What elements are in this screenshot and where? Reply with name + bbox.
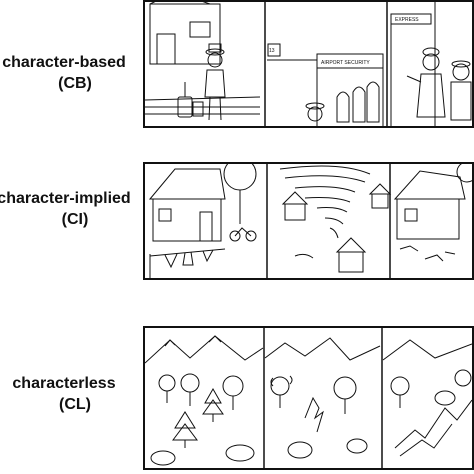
row-code: (CI)	[61, 211, 89, 228]
man-head	[207, 52, 223, 68]
bicycle-wheel	[229, 230, 241, 242]
comic-strip-cb: 13 AIRPORT SECURITY EXPRESS	[143, 0, 474, 128]
row-name: character-implied	[0, 190, 131, 207]
pine-tree	[202, 387, 224, 415]
mountains-2	[264, 337, 381, 361]
row-name: character-based	[2, 54, 126, 71]
man-body	[204, 69, 226, 98]
comic-strip-cb-drawing: 13 AIRPORT SECURITY EXPRESS	[145, 2, 472, 126]
security-sign-text: AIRPORT SECURITY	[321, 60, 370, 66]
hat-brim	[205, 48, 225, 56]
tornado	[279, 165, 371, 239]
ground-crack	[394, 399, 472, 449]
express-sign	[390, 13, 432, 25]
panel-cb-3	[390, 2, 472, 126]
panel-ci-2	[279, 165, 392, 273]
panel-cb-2	[267, 43, 384, 126]
panel-cb-1	[145, 2, 261, 121]
express-sign-text: EXPRESS	[395, 17, 419, 23]
comic-strip-cl-drawing	[145, 328, 472, 468]
comic-strip-ci	[143, 162, 474, 280]
comic-strip-ci-drawing	[148, 164, 472, 278]
comic-strip-cl	[143, 326, 474, 470]
door	[156, 33, 176, 65]
building-outline	[149, 3, 221, 65]
damaged-wall	[396, 198, 460, 240]
partial-sign-text: 13	[269, 48, 275, 54]
row-label-cb: character-based (CB)	[0, 52, 150, 94]
staff-hat	[422, 47, 440, 57]
panel-ci-1	[148, 164, 257, 278]
shrub	[150, 450, 176, 466]
row-code: (CL)	[59, 396, 91, 413]
staff-body	[416, 73, 446, 118]
man-head-2	[452, 63, 470, 81]
panel-cl-2	[264, 337, 381, 459]
mountains	[145, 335, 264, 364]
damaged-roof	[393, 170, 466, 200]
row-code: (CB)	[58, 75, 92, 92]
panel-ci-3	[393, 164, 472, 262]
panel-cl-1	[145, 335, 264, 466]
house-wall	[152, 198, 222, 242]
row-label-ci: character-implied (CI)	[0, 188, 150, 230]
house-roof	[148, 168, 226, 200]
security-sign	[316, 53, 384, 69]
tree-crown	[223, 164, 257, 191]
clothesline	[149, 248, 226, 257]
mountains-3	[382, 339, 472, 361]
traveler-head	[307, 106, 323, 122]
staff-head	[422, 53, 440, 71]
cracked-tree	[304, 396, 324, 433]
row-label-cl: characterless (CL)	[0, 373, 150, 415]
panel-cl-3	[382, 339, 472, 457]
row-name: characterless	[12, 375, 116, 392]
